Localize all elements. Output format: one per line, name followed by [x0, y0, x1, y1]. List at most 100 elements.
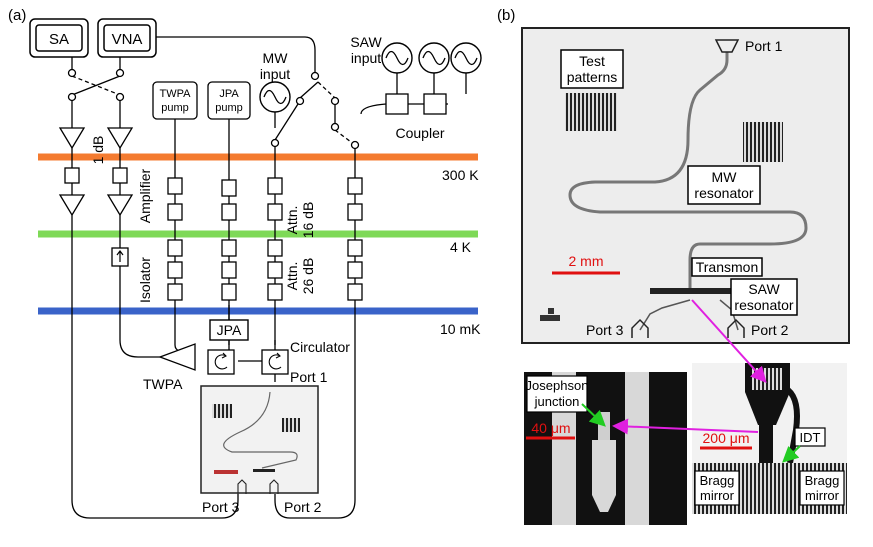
- twpa-label: TWPA: [143, 376, 183, 392]
- test-pattern-right: [743, 122, 783, 162]
- attn16-line2: 16 dB: [300, 202, 316, 239]
- circulator-label: Circulator: [290, 339, 350, 355]
- junction-arrow: [581, 403, 606, 427]
- port2-label-b: Port 2: [751, 322, 789, 338]
- attn26-line1: Attn.: [284, 262, 300, 291]
- pointer-transmon-to-inset: [691, 299, 767, 383]
- josephson-box: [526, 375, 588, 413]
- josephson-line1: Josephson: [526, 378, 589, 393]
- one-db-label: 1 dB: [90, 136, 106, 165]
- saw-resonator-bar: [650, 288, 770, 294]
- circulator-2: [261, 349, 289, 375]
- attenuator-boxes: [64, 167, 363, 301]
- jpa-label: JPA: [217, 322, 242, 338]
- chip-thumb-pattern-2: [282, 418, 300, 432]
- twpa-pump-line1: TWPA: [160, 88, 192, 100]
- isolator-arrow-icon: [116, 250, 124, 262]
- circulator-1: [207, 349, 235, 375]
- bragg-left-box: [694, 470, 740, 506]
- mw-resonator-trace: [568, 52, 808, 290]
- room-temp-amplifiers: [58, 127, 134, 217]
- mw-resonator-box: [687, 165, 761, 205]
- coupler-label: Coupler: [395, 125, 444, 141]
- port1-label-b: Port 1: [745, 38, 783, 54]
- jpa-pump-line2: pump: [215, 102, 243, 114]
- mw-input-line1: MW: [263, 50, 289, 66]
- idt-scale-label: 200 μm: [703, 430, 750, 446]
- twpa-pump-box: [152, 81, 198, 120]
- saw-input-line1: SAW: [350, 34, 382, 50]
- transmon-label: Transmon: [696, 259, 759, 275]
- test-pattern-left: [565, 93, 617, 131]
- chip-thumb-ports: [237, 479, 279, 494]
- port1-pad: [714, 39, 740, 53]
- vna-box-outer: [97, 18, 157, 58]
- idt-stem: [759, 425, 773, 463]
- bragg-right-line1: Bragg: [805, 473, 840, 488]
- sa-box: [35, 24, 83, 52]
- panel-a-label: (a): [8, 7, 26, 24]
- circulator-1-icon: [214, 352, 228, 370]
- port1-label-a: Port 1: [290, 369, 328, 385]
- coupler-box-1: [385, 93, 409, 115]
- sa-box-outer: [29, 18, 89, 58]
- idt-box: [794, 427, 826, 447]
- vna-label: VNA: [112, 31, 143, 48]
- junction-lead-right: [625, 372, 649, 525]
- saw-resonator-line2: resonator: [734, 297, 793, 313]
- twpa-triangle: [158, 343, 196, 371]
- bragg-right-box: [799, 470, 845, 506]
- port3-label-a: Port 3: [202, 499, 240, 515]
- panel-a: (a) 300 K 4 K 10 mK SA VNA: [8, 7, 482, 519]
- circulator-2-icon: [268, 352, 282, 370]
- port2-label-a: Port 2: [284, 499, 322, 515]
- chip-thumb-resonator: [223, 391, 298, 469]
- jpa-pump-line1: JPA: [219, 88, 239, 100]
- label-4k: 4 K: [450, 239, 472, 255]
- twpa-pump-line2: pump: [161, 102, 189, 114]
- isolator-label: Isolator: [137, 257, 153, 303]
- saw-resonator-box: [730, 278, 798, 316]
- bragg-left-line1: Bragg: [700, 473, 735, 488]
- test-patterns-line2: patterns: [567, 69, 618, 85]
- jpa-pump-box: [207, 81, 251, 120]
- panel-b-label: (b): [497, 7, 515, 24]
- saw-resonator-line1: SAW: [748, 281, 780, 297]
- pointer-inset-to-junction: [612, 418, 759, 435]
- josephson-line2: junction: [534, 394, 580, 409]
- idt-arrow: [782, 445, 801, 463]
- chip-thumbnail: [200, 385, 319, 494]
- mw-resonator-line2: resonator: [694, 185, 753, 201]
- amplifier-label: Amplifier: [137, 168, 153, 223]
- port2-pad: [727, 318, 745, 338]
- jpa-box: [209, 319, 249, 341]
- mw-input-line2: input: [260, 66, 290, 82]
- chip-thumb-scale: [214, 470, 238, 474]
- switch-nodes: [67, 68, 360, 150]
- port3-label-b: Port 3: [586, 322, 624, 338]
- attn26-line2: 26 dB: [300, 258, 316, 295]
- chip-scale-label: 2 mm: [569, 253, 604, 269]
- attn16-line1: Attn.: [284, 206, 300, 235]
- port3-pad: [631, 318, 649, 338]
- saw-sources: [381, 42, 482, 74]
- chip-thumb-saw: [253, 469, 275, 472]
- label-300k: 300 K: [442, 167, 479, 183]
- saw-input-line2: input: [351, 50, 381, 66]
- chip-marker-1: [540, 315, 560, 321]
- junction-pad: [592, 440, 616, 512]
- bragg-right-line2: mirror: [805, 488, 840, 503]
- junction-scale-label: 40 μm: [531, 420, 570, 436]
- vna-box: [103, 24, 151, 52]
- test-patterns-box: [560, 49, 624, 89]
- mw-sine-icon: [263, 89, 287, 105]
- chip-marker-2: [548, 308, 554, 314]
- bragg-left-line2: mirror: [700, 488, 735, 503]
- transmon-box: [691, 257, 763, 277]
- idt-label: IDT: [800, 430, 821, 445]
- coupler-box-2: [423, 93, 447, 115]
- mw-resonator-line1: MW: [712, 169, 738, 185]
- port3-trace: [639, 299, 691, 331]
- sa-label: SA: [49, 31, 69, 48]
